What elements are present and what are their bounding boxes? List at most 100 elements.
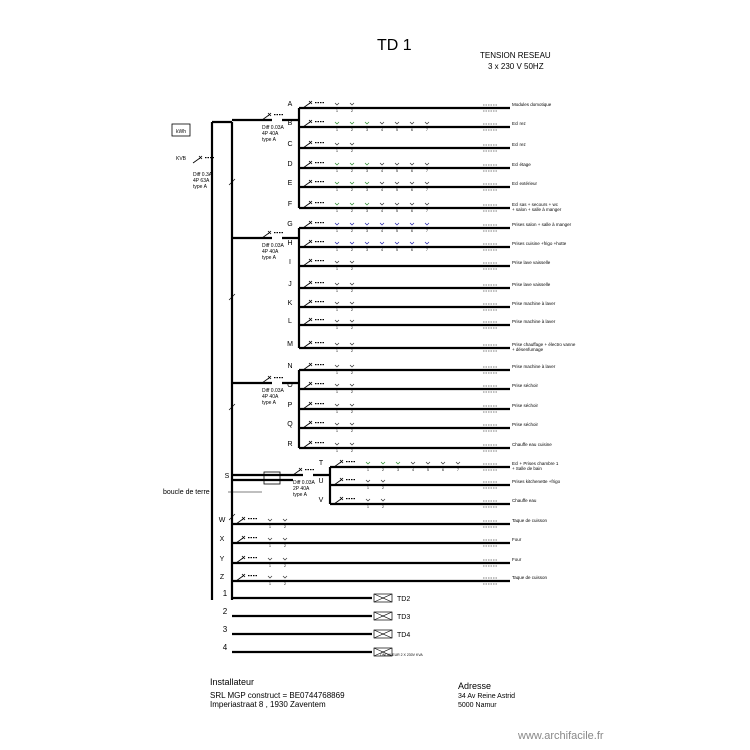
meter-vertical-mark: KVB [176, 156, 187, 162]
load-index: 2 [284, 564, 286, 568]
circuit-label: Four [512, 557, 522, 562]
load-mark [394, 202, 400, 206]
load-index: 7 [426, 169, 428, 173]
breaker-pole-dot [320, 102, 322, 104]
breaker-pole-dot [253, 557, 255, 559]
breaker-pole-dot [255, 518, 257, 520]
main-breaker-label: type A [193, 184, 208, 190]
circuit-letter: F [288, 201, 292, 208]
sub-board-label: TD4 [397, 632, 410, 639]
load-mark [379, 162, 385, 166]
sub-board-box [373, 629, 393, 639]
breaker-pole-dot [322, 301, 324, 303]
load-mark [349, 403, 355, 407]
breaker-pole-dot [207, 157, 209, 159]
load-mark [425, 461, 431, 465]
breaker-pole-dot [320, 181, 322, 183]
load-index: 5 [396, 248, 398, 252]
load-mark [334, 383, 340, 387]
load-mark [365, 498, 371, 502]
breaker-pole-dot [276, 114, 278, 116]
main-breaker-label: 4P 63A [193, 178, 210, 184]
load-index: 1 [336, 429, 338, 433]
load-index: 7 [426, 128, 428, 132]
breaker-pole-dot [315, 364, 317, 366]
load-mark [394, 241, 400, 245]
load-index: 6 [411, 229, 413, 233]
load-index: 7 [457, 468, 459, 472]
load-index: 6 [411, 248, 413, 252]
breaker-pole-dot [322, 181, 324, 183]
breaker-pole-dot [322, 282, 324, 284]
load-index: 2 [351, 209, 353, 213]
breaker-pole-dot [317, 162, 319, 164]
load-mark [409, 181, 415, 185]
breaker-cross [308, 362, 313, 367]
breaker-pole-dot [250, 557, 252, 559]
breaker-pole-dot [320, 282, 322, 284]
load-index: 1 [336, 188, 338, 192]
breaker-pole-dot [322, 319, 324, 321]
breaker-pole-dot [317, 222, 319, 224]
load-mark [349, 181, 355, 185]
load-index: 1 [336, 128, 338, 132]
circuit-letter: K [288, 300, 293, 307]
load-index: 1 [336, 449, 338, 453]
breaker-pole-dot [310, 469, 312, 471]
circuit-breaker-symbol [302, 100, 324, 109]
installer-address: Imperiastraat 8 , 1930 Zaventem [210, 700, 326, 709]
breaker-pole-dot [279, 232, 281, 234]
load-index: 1 [336, 169, 338, 173]
breaker-pole-dot [317, 202, 319, 204]
breaker-pole-dot [320, 422, 322, 424]
circuit-letter: A [288, 101, 293, 108]
breaker-cross [308, 119, 313, 124]
board-title: TD 1 [377, 37, 412, 54]
breaker-pole-dot [248, 557, 250, 559]
sub-board-box-diagonal [373, 629, 393, 639]
circuit-letter: O [287, 382, 293, 389]
breaker-cross [308, 140, 313, 145]
load-index: 2 [351, 349, 353, 353]
load-mark [334, 181, 340, 185]
load-index: 1 [336, 371, 338, 375]
load-index: 4 [381, 229, 383, 233]
load-mark [349, 319, 355, 323]
breaker-pole-dot [317, 319, 319, 321]
breaker-pole-dot [315, 260, 317, 262]
load-mark [440, 461, 446, 465]
breaker-pole-dot [348, 461, 350, 463]
breaker-pole-dot [253, 537, 255, 539]
load-mark [424, 162, 430, 166]
breaker-pole-dot [315, 181, 317, 183]
load-mark [364, 121, 370, 125]
circuit-label: Ecl + Prises chambre 1 [512, 461, 559, 466]
load-index: 2 [284, 544, 286, 548]
breaker-cross [308, 317, 313, 322]
load-mark [334, 422, 340, 426]
breaker-cross [308, 440, 313, 445]
load-index: 1 [367, 486, 369, 490]
group-breaker-label: type A [262, 255, 277, 261]
load-index: 7 [426, 229, 428, 233]
group-breaker-label: Diff 0.03A [262, 243, 285, 249]
load-index: 2 [284, 582, 286, 586]
load-index: 2 [382, 468, 384, 472]
load-mark [365, 461, 371, 465]
tension-heading: TENSION RESEAU [480, 51, 551, 60]
breaker-cross [308, 280, 313, 285]
circuit-label: Ecl étage [512, 162, 531, 167]
breaker-pole-dot [317, 403, 319, 405]
breaker-pole-dot [320, 162, 322, 164]
group-breaker-symbol [261, 112, 283, 121]
circuit-letter: I [289, 259, 291, 266]
load-mark [334, 241, 340, 245]
sub-board-number: 2 [223, 607, 228, 616]
breaker-cross [241, 516, 246, 521]
breaker-pole-dot [274, 114, 276, 116]
load-index: 1 [336, 308, 338, 312]
load-index: 2 [351, 109, 353, 113]
breaker-cross [267, 375, 272, 380]
load-index: 2 [351, 149, 353, 153]
breaker-cross [308, 200, 313, 205]
